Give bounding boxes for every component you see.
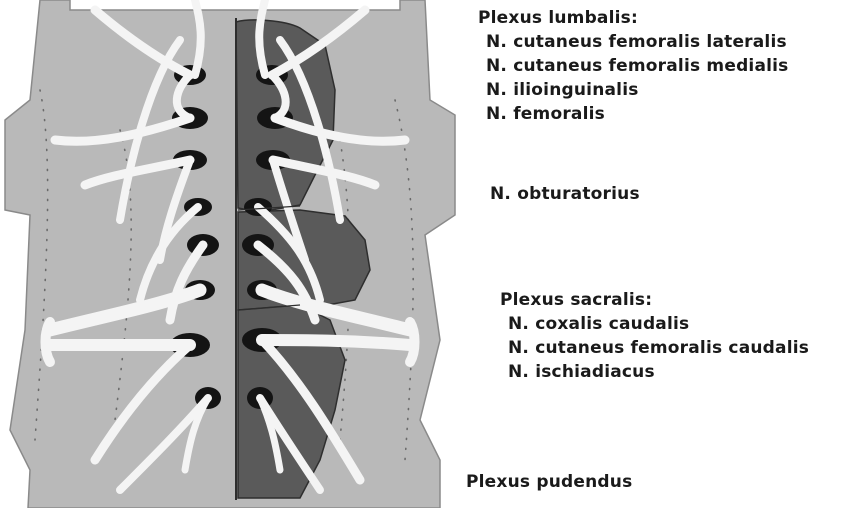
n-cutaneus-femoralis-medialis: N. cutaneus femoralis medialis <box>478 54 789 78</box>
plexus-lumbalis-title: Plexus lumbalis: <box>478 6 789 30</box>
n-femoralis: N. femoralis <box>478 102 789 126</box>
plexus-pudendus: Plexus pudendus <box>466 470 632 494</box>
n-ilioinguinalis: N. ilioinguinalis <box>478 78 789 102</box>
plexus-sacralis-title: Plexus sacralis: <box>500 288 809 312</box>
n-cutaneus-femoralis-caudalis: N. cutaneus femoralis caudalis <box>500 336 809 360</box>
plexus-sacralis-group: Plexus sacralis: N. coxalis caudalis N. … <box>500 288 809 384</box>
body-outline <box>5 0 455 508</box>
n-ischiadiacus: N. ischiadiacus <box>500 360 809 384</box>
plexus-lumbalis-group: Plexus lumbalis: N. cutaneus femoralis l… <box>478 6 789 126</box>
n-cutaneus-femoralis-lateralis: N. cutaneus femoralis lateralis <box>478 30 789 54</box>
pelvis-nerve-diagram <box>0 0 460 508</box>
n-coxalis-caudalis: N. coxalis caudalis <box>500 312 809 336</box>
n-obturatorius: N. obturatorius <box>490 182 640 206</box>
